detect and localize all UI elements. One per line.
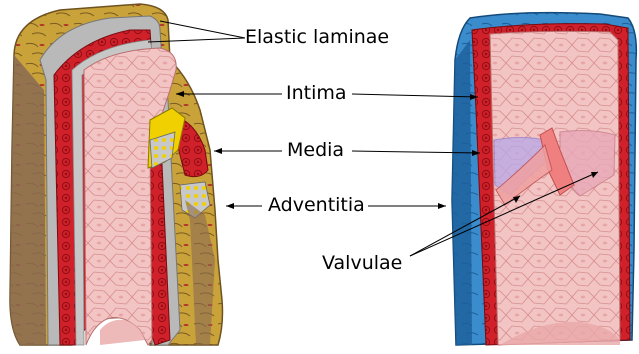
- artery-cross-section: [10, 4, 223, 345]
- label-media: Media: [287, 141, 344, 160]
- label-elastic-laminae: Elastic laminae: [245, 28, 389, 47]
- label-adventitia: Adventitia: [268, 196, 365, 215]
- vein-cross-section: [452, 13, 636, 345]
- label-valvulae: Valvulae: [322, 254, 402, 273]
- elastic-leader-1: [160, 21, 245, 38]
- label-intima: Intima: [286, 84, 347, 103]
